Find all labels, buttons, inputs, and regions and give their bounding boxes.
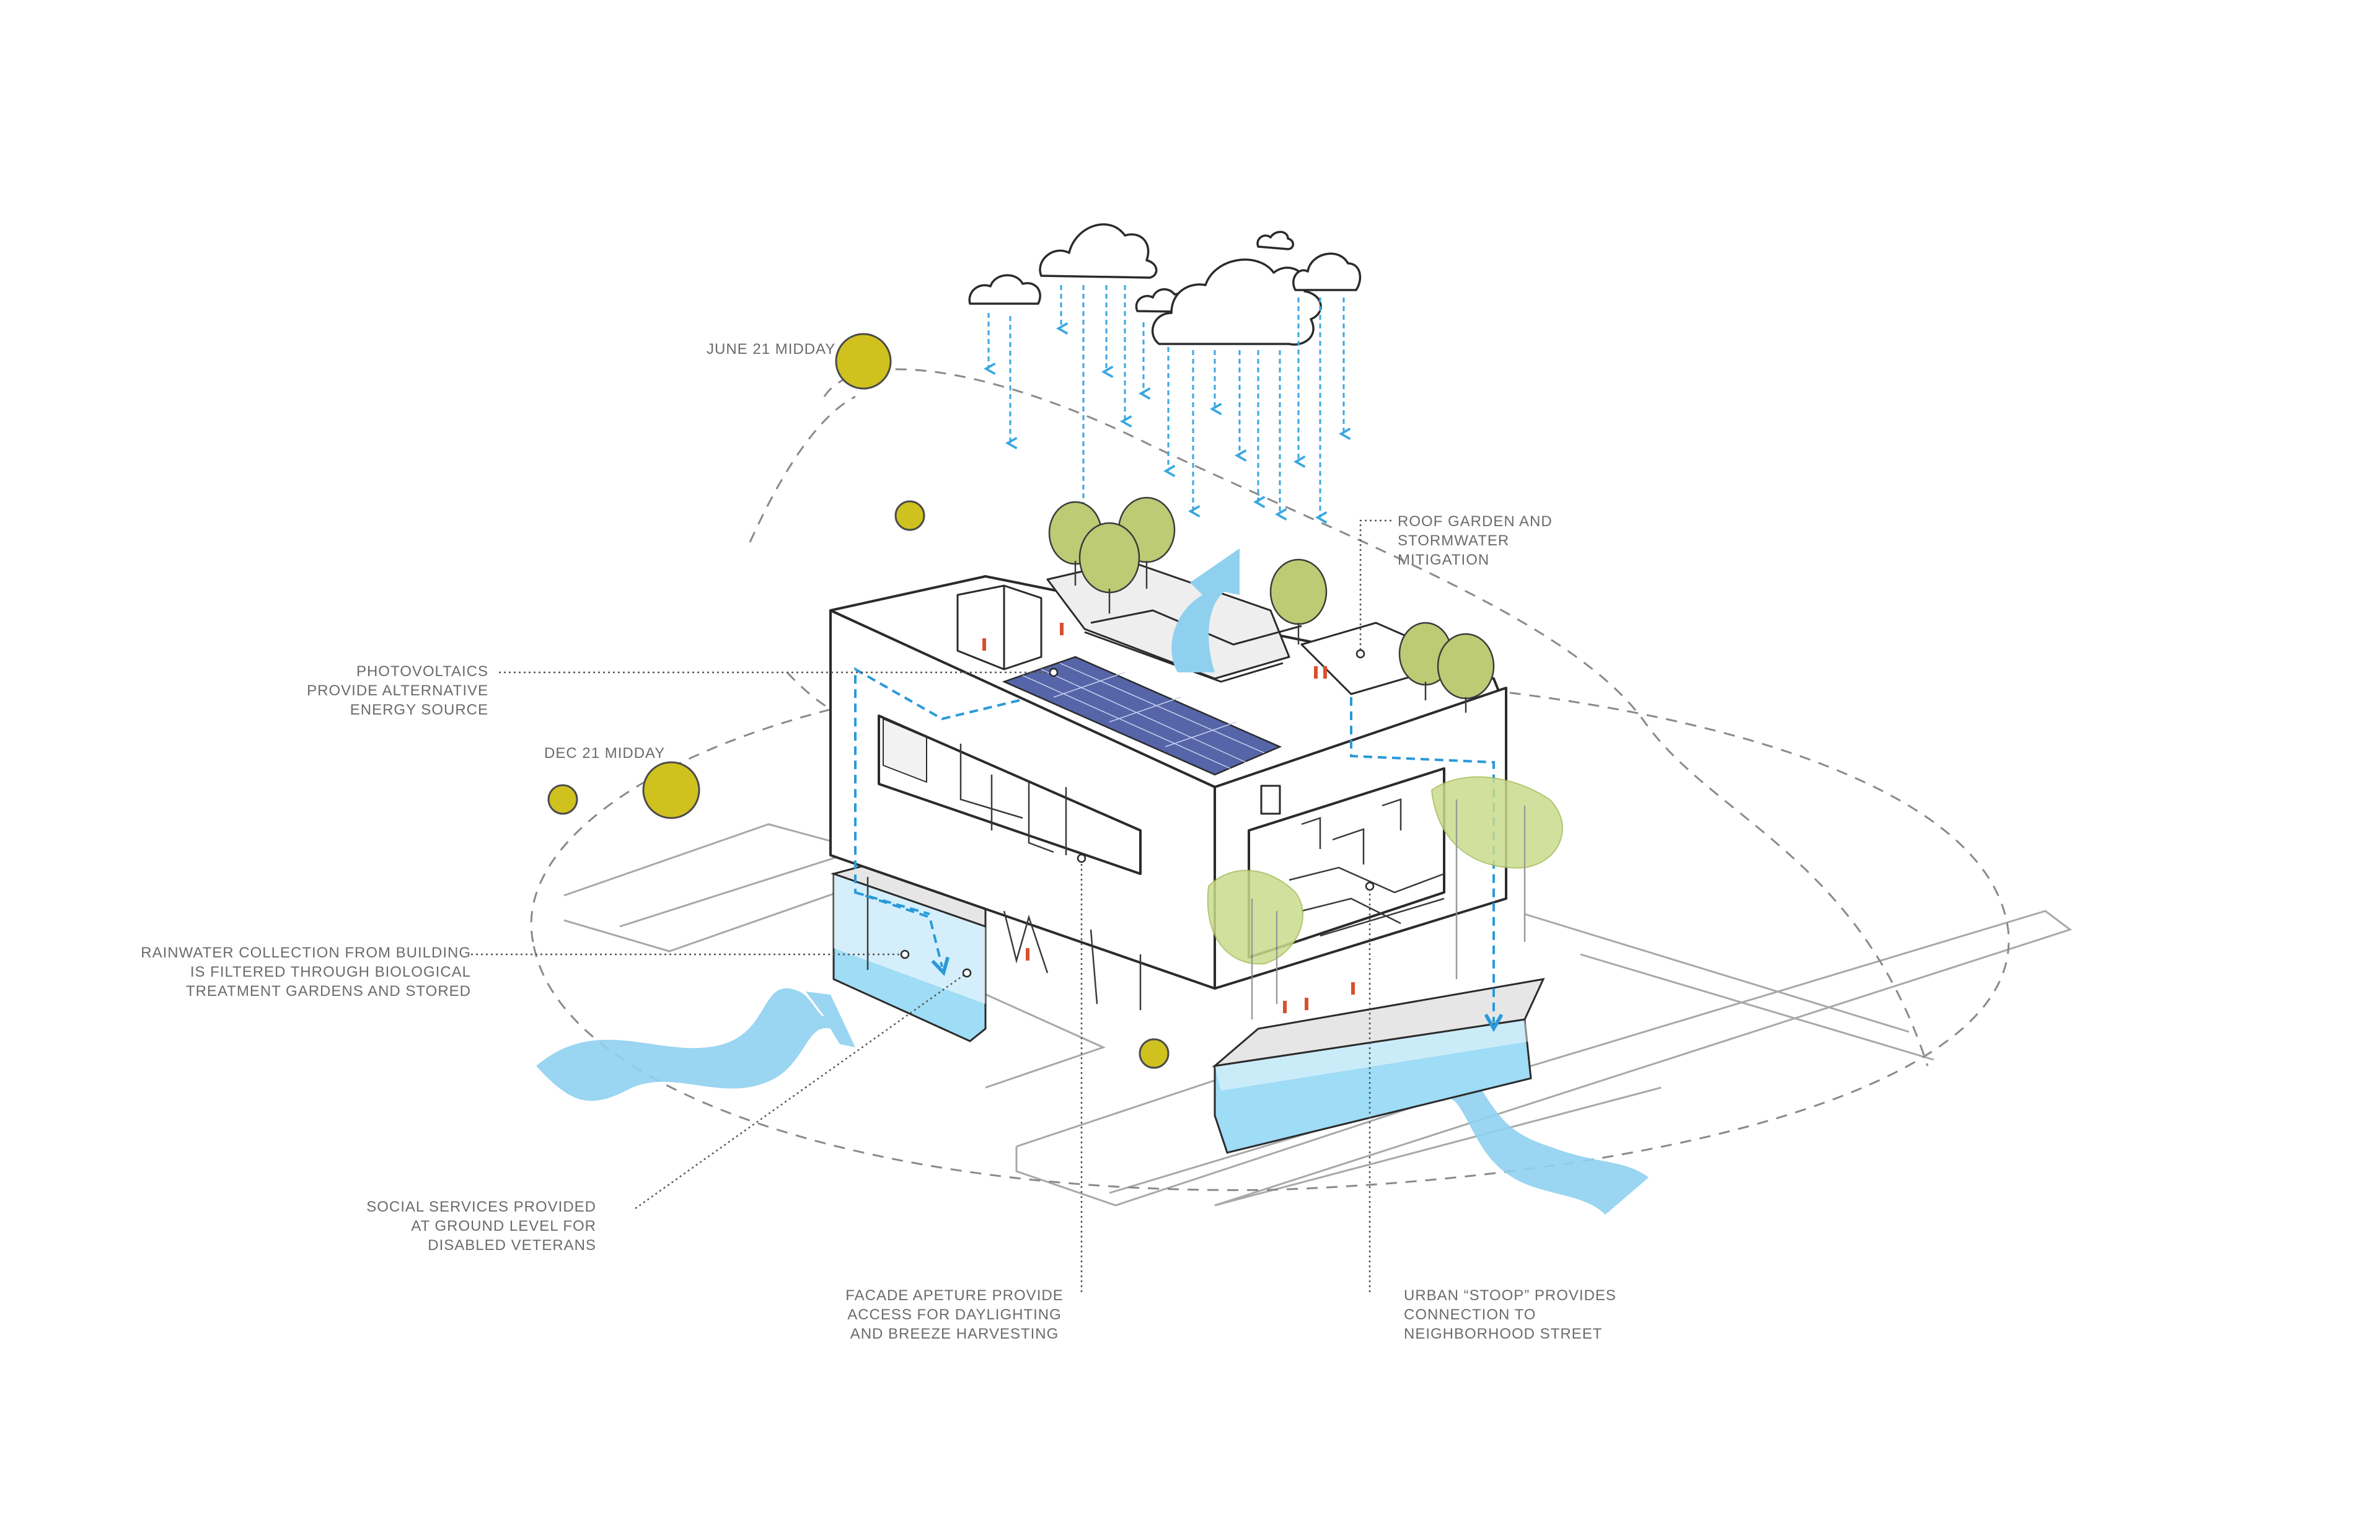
person-icon	[1314, 666, 1318, 679]
people	[982, 623, 1355, 1013]
person-icon	[1305, 998, 1308, 1010]
person-icon	[1283, 1001, 1287, 1013]
label-dec-21-midday: DEC 21 MIDDAY	[544, 744, 665, 763]
cloud-icon	[1256, 231, 1294, 250]
label-line: URBAN “STOOP” PROVIDES	[1404, 1287, 1616, 1304]
label-roof-garden: ROOF GARDEN AND STORMWATER MITIGATION	[1398, 512, 1553, 570]
water-routing	[854, 667, 1504, 1032]
label-line: NEIGHBORHOOD STREET	[1404, 1326, 1603, 1342]
sun-small-icon	[894, 500, 925, 531]
label-line: SOCIAL SERVICES PROVIDED	[366, 1199, 596, 1215]
cloud-icon	[968, 274, 1041, 305]
label-photovoltaics: PHOTOVOLTAICS PROVIDE ALTERNATIVE ENERGY…	[307, 662, 488, 719]
leader-lines	[471, 519, 1391, 1292]
person-icon	[1351, 982, 1355, 995]
cloud-icon	[1039, 223, 1158, 279]
sun-dec-21-icon	[642, 761, 700, 819]
rain-capture-arrow	[1171, 548, 1240, 672]
label-line: PHOTOVOLTAICS	[356, 663, 488, 680]
label-line: AND BREEZE HARVESTING	[850, 1326, 1059, 1342]
rain-arrows	[983, 285, 1351, 534]
sun-ground-icon	[1139, 1038, 1170, 1069]
aperture-window	[878, 715, 1142, 875]
person-icon	[1026, 948, 1029, 961]
cloud-icon	[1152, 258, 1322, 346]
label-facade-aperture: FACADE APETURE PROVIDE ACCESS FOR DAYLIG…	[837, 1286, 1072, 1344]
label-line: ENERGY SOURCE	[350, 702, 488, 718]
site-plan-lines	[563, 823, 2073, 1207]
winter-sun-orbit	[530, 672, 2010, 1191]
street-trees	[1207, 776, 1563, 1019]
label-line: ACCESS FOR DAYLIGHTING	[847, 1306, 1062, 1323]
label-line: ROOF GARDEN AND	[1398, 513, 1553, 530]
clouds	[968, 223, 1362, 346]
photovoltaic-array	[1002, 656, 1282, 776]
person-icon	[982, 638, 986, 651]
sun-june-21-icon	[835, 333, 892, 390]
label-line: AT GROUND LEVEL FOR	[411, 1218, 596, 1234]
label-rainwater-collection: RAINWATER COLLECTION FROM BUILDING IS FI…	[141, 943, 471, 1001]
leader-social-services	[635, 972, 967, 1210]
leader-endpoints	[900, 649, 1375, 978]
label-urban-stoop: URBAN “STOOP” PROVIDES CONNECTION TO NEI…	[1404, 1286, 1616, 1344]
sun-dec-small-icon	[547, 784, 578, 815]
label-line: TREATMENT GARDENS AND STORED	[185, 983, 471, 1000]
person-icon	[1060, 623, 1064, 635]
roof-trees	[1048, 496, 1495, 713]
label-line: CONNECTION TO	[1404, 1306, 1536, 1323]
summer-sun-orbit	[823, 368, 1929, 1067]
stormwater-tanks	[830, 860, 1545, 1154]
interior-detail	[866, 744, 1445, 1010]
label-line: DEC 21 MIDDAY	[544, 745, 666, 762]
cloud-icon	[1292, 252, 1362, 291]
label-social-services: SOCIAL SERVICES PROVIDED AT GROUND LEVEL…	[366, 1197, 596, 1255]
label-line: STORMWATER	[1398, 532, 1510, 549]
label-line: IS FILTERED THROUGH BIOLOGICAL	[190, 964, 471, 980]
label-line: PROVIDE ALTERNATIVE	[307, 682, 488, 699]
person-icon	[1323, 666, 1327, 679]
label-line: MITIGATION	[1398, 552, 1490, 568]
label-june-21-midday: JUNE 21 MIDDAY	[707, 340, 835, 359]
label-line: JUNE 21 MIDDAY	[707, 341, 836, 358]
leader-roof-garden	[1359, 519, 1391, 654]
label-line: DISABLED VETERANS	[428, 1237, 596, 1254]
river-left	[536, 988, 855, 1101]
label-line: RAINWATER COLLECTION FROM BUILDING	[141, 944, 471, 961]
label-line: FACADE APETURE PROVIDE	[845, 1287, 1064, 1304]
